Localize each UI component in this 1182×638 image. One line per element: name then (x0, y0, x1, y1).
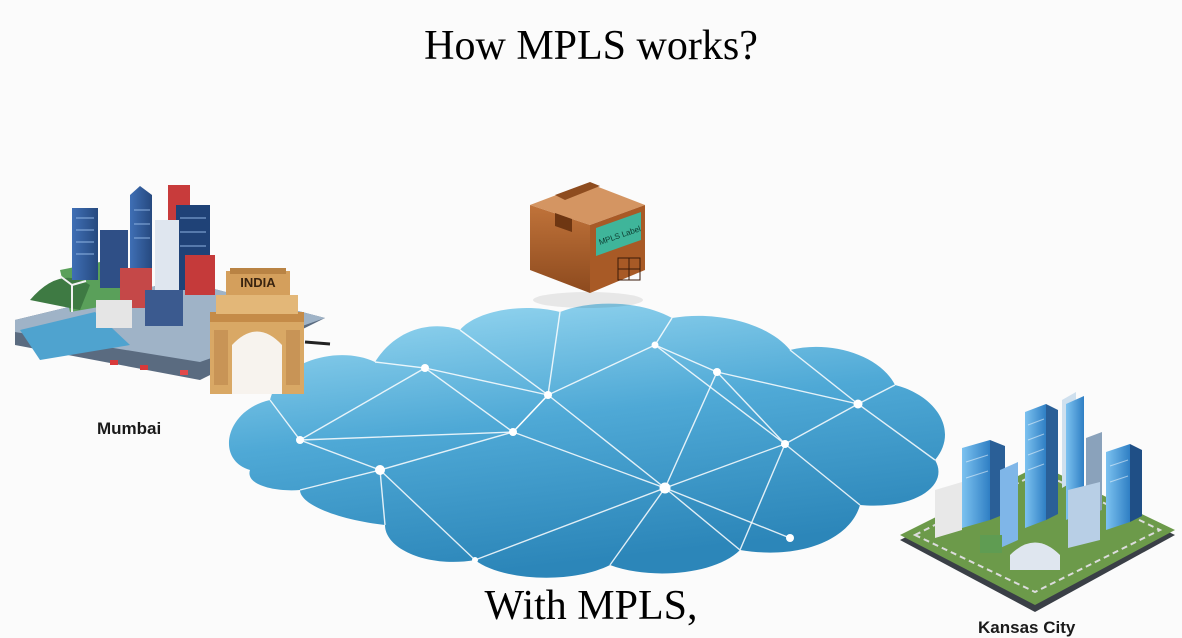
page-title: How MPLS works? (424, 23, 758, 69)
mumbai-cityscape: INDIA (15, 185, 331, 394)
mpls-cloud (228, 303, 946, 578)
kansas-city-cityscape (900, 392, 1175, 612)
india-sign: INDIA (240, 275, 276, 290)
subtitle: With MPLS, (484, 583, 698, 629)
kansas-city-label: Kansas City (978, 618, 1076, 637)
india-gate: INDIA (210, 268, 304, 394)
mpls-package: MPLS Label (530, 182, 645, 308)
mumbai-label: Mumbai (97, 419, 162, 438)
